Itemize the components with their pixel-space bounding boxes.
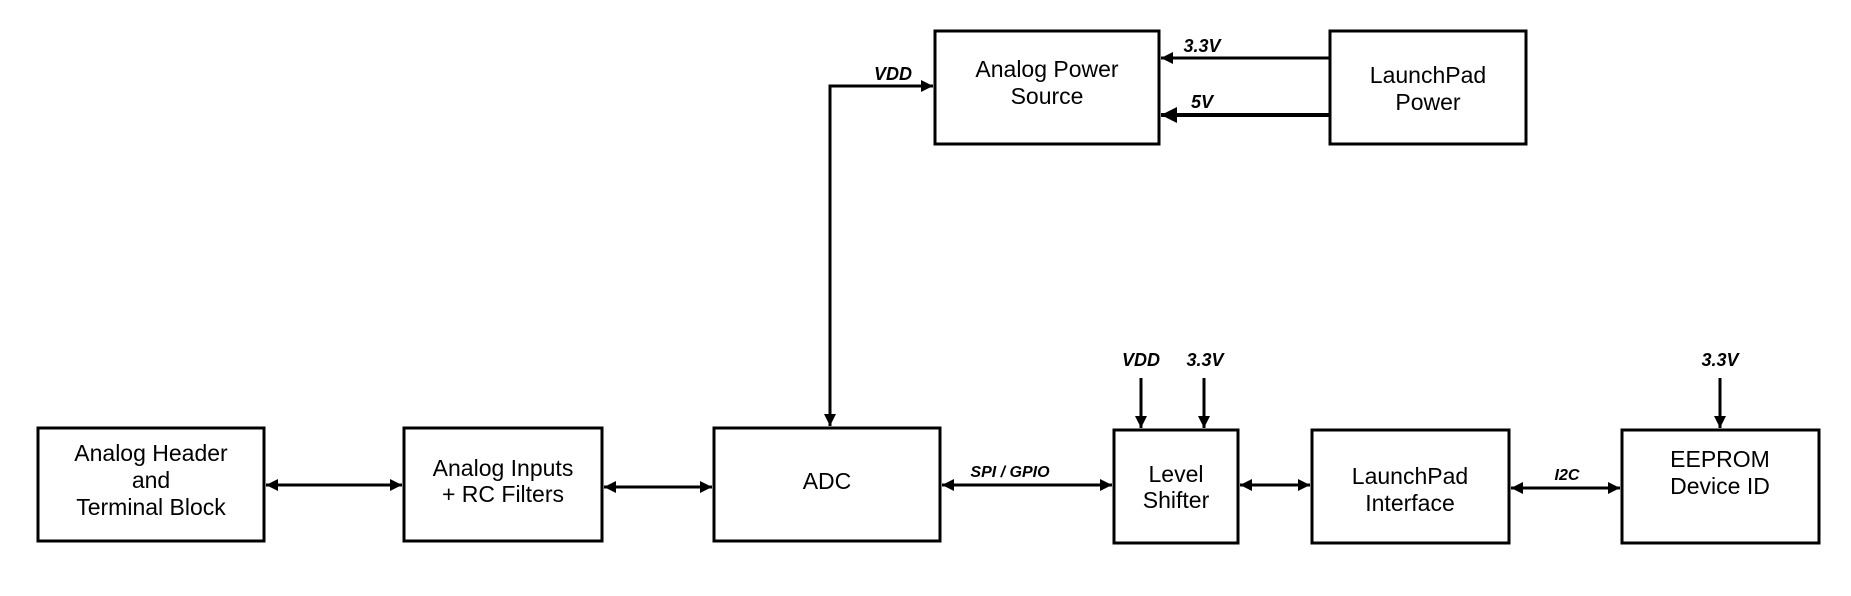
i2c-label: I2C <box>1555 467 1580 484</box>
analog-header-block: Analog Header and Terminal Block <box>36 426 266 543</box>
power-33v-label: 3.3V <box>1183 36 1222 56</box>
eeprom-block: EEPROM Device ID <box>1620 428 1821 545</box>
launchpad-power-label-line1: LaunchPad <box>1370 62 1486 88</box>
adc-block: ADC <box>712 426 942 543</box>
power-5v-label: 5V <box>1191 92 1215 112</box>
analog-header-label-line2: and <box>132 467 170 493</box>
eeprom-label-line1: EEPROM <box>1670 446 1770 472</box>
adc-label: ADC <box>803 468 852 494</box>
launchpad-interface-label-line1: LaunchPad <box>1352 463 1468 489</box>
level-vdd-label: VDD <box>1122 350 1160 370</box>
analog-inputs-block: Analog Inputs + RC Filters <box>402 426 604 543</box>
eeprom-label-line2: Device ID <box>1670 473 1770 499</box>
level-shifter-label-line2: Shifter <box>1143 487 1210 513</box>
analog-header-label-line1: Analog Header <box>74 440 228 466</box>
launchpad-power-label-line2: Power <box>1395 89 1461 115</box>
spi-gpio-label: SPI / GPIO <box>970 464 1050 481</box>
eeprom-33v-label: 3.3V <box>1701 350 1740 370</box>
analog-power-source-block: Analog Power Source <box>933 29 1161 146</box>
analog-inputs-label-line1: Analog Inputs <box>433 455 574 481</box>
vdd-power-label: VDD <box>874 64 912 84</box>
vdd-supply-line <box>824 80 933 426</box>
analog-power-label-line2: Source <box>1011 83 1084 109</box>
launchpad-interface-block: LaunchPad Interface <box>1310 428 1511 545</box>
level-shifter-label-line1: Level <box>1149 461 1204 487</box>
launchpad-power-block: LaunchPad Power <box>1328 29 1528 146</box>
launchpad-interface-label-line2: Interface <box>1365 490 1455 516</box>
analog-header-label-line3: Terminal Block <box>76 494 226 520</box>
level-shifter-block: Level Shifter <box>1112 428 1240 545</box>
analog-inputs-label-line2: + RC Filters <box>442 481 564 507</box>
level-33v-label: 3.3V <box>1186 350 1225 370</box>
analog-power-label-line1: Analog Power <box>975 56 1119 82</box>
